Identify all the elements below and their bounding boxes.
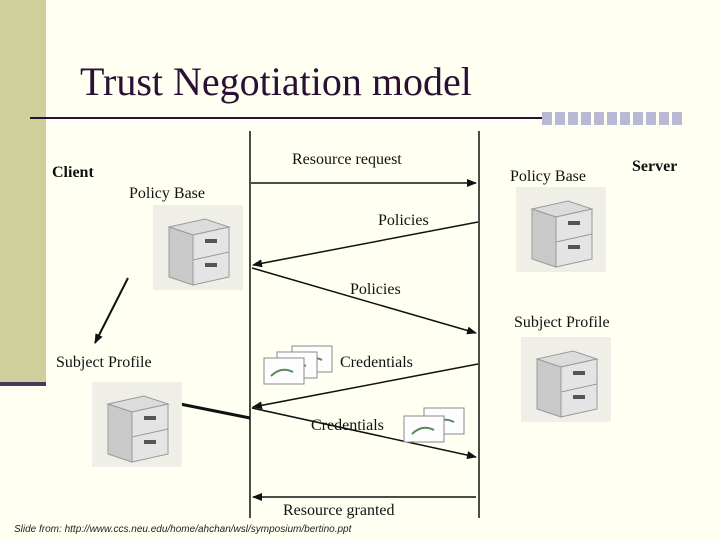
server-policy-base-label: Policy Base bbox=[510, 168, 586, 185]
client-subject-profile-filing-cabinet-icon bbox=[92, 382, 182, 467]
client-label: Client bbox=[52, 164, 94, 181]
credentials-label-1: Credentials bbox=[340, 354, 413, 371]
slide-title: Trust Negotiation model bbox=[80, 59, 472, 104]
server-subject-profile-label: Subject Profile bbox=[514, 314, 610, 331]
client-subject-profile-label: Subject Profile bbox=[56, 354, 152, 371]
credentials-arrow-1 bbox=[252, 363, 479, 410]
server-policy-base-filing-cabinet-icon bbox=[516, 187, 606, 272]
resource-request-label: Resource request bbox=[292, 151, 402, 168]
title-accent-stripes bbox=[542, 112, 684, 125]
title-rule bbox=[30, 117, 542, 119]
credentials-label-2: Credentials bbox=[311, 417, 384, 434]
slide-sidebar-decoration bbox=[0, 0, 46, 382]
resource-granted-label: Resource granted bbox=[283, 502, 395, 519]
client-policy-base-filing-cabinet-icon bbox=[153, 205, 243, 290]
client-policy-base-label: Policy Base bbox=[129, 185, 205, 202]
server-credentials-certificate-icon bbox=[402, 406, 468, 451]
slide-sidebar-bar bbox=[0, 382, 46, 386]
policies-label-2: Policies bbox=[350, 281, 401, 298]
policies-arrow-2 bbox=[251, 267, 477, 335]
credentials-arrow-2 bbox=[251, 407, 477, 459]
client-credentials-certificate-icon bbox=[262, 344, 336, 391]
policies-arrow-1 bbox=[252, 221, 479, 268]
server-subject-profile-filing-cabinet-icon bbox=[521, 337, 611, 422]
policies-label-1: Policies bbox=[378, 212, 429, 229]
server-label: Server bbox=[632, 158, 678, 175]
client-policy-to-profile-arrow bbox=[94, 277, 129, 344]
footer-source-text: Slide from: http://www.ccs.neu.edu/home/… bbox=[14, 524, 352, 535]
